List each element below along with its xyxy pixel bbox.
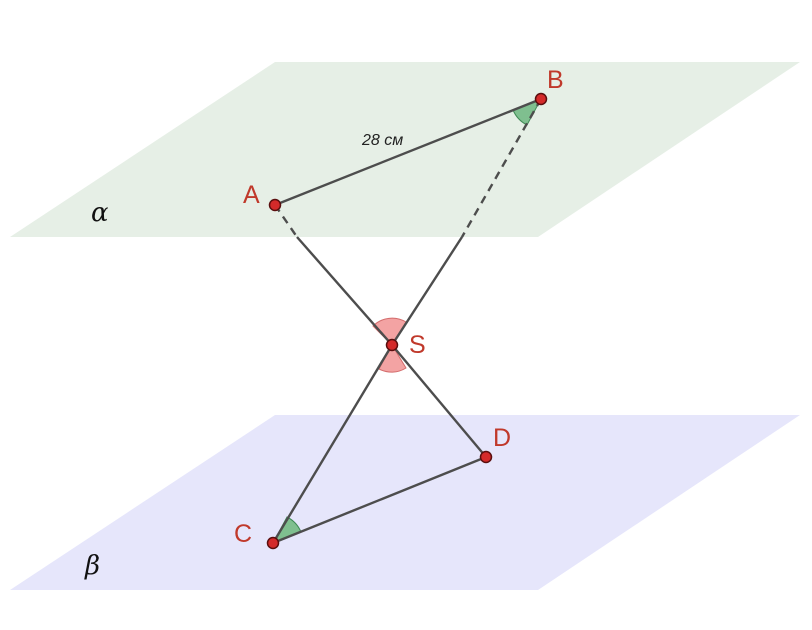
segment-sc — [271, 344, 394, 544]
point-a — [268, 198, 282, 212]
point-d — [479, 450, 493, 464]
label-point-c: C — [234, 520, 252, 548]
label-point-d: D — [493, 424, 511, 452]
plane-beta — [10, 415, 800, 590]
segment-bs — [390, 236, 464, 346]
label-point-a: A — [243, 181, 260, 209]
segment-as — [296, 236, 393, 346]
segment-ab — [274, 97, 542, 207]
label-length-ab: 28 см — [361, 132, 403, 149]
segment-cd — [272, 455, 487, 545]
point-c — [266, 536, 280, 550]
segment-a-plane-edge — [274, 204, 298, 238]
segment-sd — [391, 344, 487, 458]
label-plane-alpha: α — [91, 198, 109, 228]
label-point-s: S — [409, 331, 426, 359]
point-s — [385, 338, 399, 352]
point-b — [534, 92, 548, 106]
plane-alpha — [10, 62, 800, 237]
label-plane-beta: β — [84, 551, 100, 581]
label-point-b: B — [547, 66, 564, 94]
segment-b-plane-edge — [460, 98, 543, 238]
angle-marker-s-bottom — [378, 343, 407, 373]
